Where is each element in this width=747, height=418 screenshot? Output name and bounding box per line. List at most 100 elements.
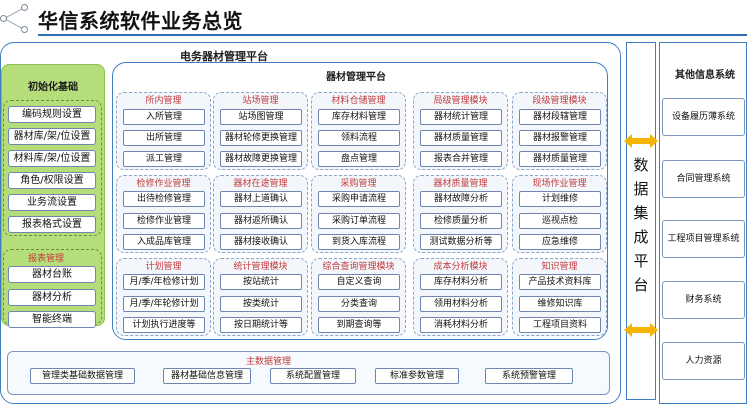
module-title: 站场管理 [242, 96, 279, 106]
module-item[interactable]: 器材段辖管理 [519, 109, 601, 125]
module-panel: 采购管理采购申请流程采购订单流程到货入库流程 [311, 175, 406, 253]
module-item[interactable]: 按站统计 [220, 274, 302, 290]
master-data-label: 主数据管理 [246, 357, 292, 367]
module-item[interactable]: 到货入库流程 [318, 234, 400, 250]
module-item[interactable]: 入所管理 [123, 109, 205, 125]
module-panel: 统计管理模块按站统计按类统计按日期统计等 [213, 258, 308, 336]
module-panel: 器材质量管理器材故障分析检修质量分析测试数据分析等 [413, 175, 508, 253]
module-item[interactable]: 检修作业管理 [123, 213, 205, 229]
data-platform-char: 数 [633, 156, 649, 174]
module-item[interactable]: 按类统计 [220, 296, 302, 312]
module-panel: 局级管理模块器材统计管理器材质量管理报表合并管理 [413, 92, 508, 170]
module-title: 成本分析模块 [433, 262, 488, 272]
other-system-item[interactable]: 财务系统 [662, 281, 745, 319]
other-system-item[interactable]: 工程项目管理系统 [662, 220, 745, 258]
module-panel: 所内管理入所管理出所管理派工管理 [116, 92, 211, 170]
init-item[interactable]: 器材库/架/位设置 [8, 128, 96, 145]
report-item[interactable]: 智能终端 [8, 311, 96, 328]
double-arrow-icon [624, 134, 658, 148]
module-item[interactable]: 检修质量分析 [420, 213, 502, 229]
module-title: 现场作业管理 [532, 179, 587, 189]
data-platform-char: 平 [633, 252, 649, 270]
module-panel: 器材在途管理器材上道确认器材返所确认器材接收确认 [213, 175, 308, 253]
module-title: 器材在途管理 [233, 179, 288, 189]
module-item[interactable]: 计划执行进度等 [123, 317, 205, 333]
module-item[interactable]: 采购订单流程 [318, 213, 400, 229]
module-item[interactable]: 工程项目资料 [519, 317, 601, 333]
module-panel: 现场作业管理计划维修巡视点检应急维修 [512, 175, 607, 253]
master-data-item[interactable]: 系统配置管理 [270, 368, 356, 384]
double-arrow-icon [624, 323, 658, 337]
module-panel: 综合查询管理模块自定义查询分类查询到期查询等 [311, 258, 406, 336]
module-item[interactable]: 器材故障更换管理 [220, 151, 302, 167]
other-system-item[interactable]: 人力资源 [662, 342, 745, 380]
master-data-item[interactable]: 标准参数管理 [375, 368, 459, 384]
module-title: 统计管理模块 [233, 262, 288, 272]
data-platform-char: 集 [633, 204, 649, 222]
master-data-item[interactable]: 器材基础信息管理 [163, 368, 251, 384]
module-item[interactable]: 器材返所确认 [220, 213, 302, 229]
module-item[interactable]: 消耗材料分析 [420, 317, 502, 333]
module-item[interactable]: 领用材料分析 [420, 296, 502, 312]
module-panel: 材料仓储管理库存材料管理领料流程盘点管理 [311, 92, 406, 170]
data-integration-platform: 数据集成平台 [626, 42, 656, 400]
module-item[interactable]: 器材上道确认 [220, 191, 302, 207]
module-item[interactable]: 器材质量管理 [420, 130, 502, 146]
module-item[interactable]: 采购申请流程 [318, 191, 400, 207]
module-item[interactable]: 报表合并管理 [420, 151, 502, 167]
module-item[interactable]: 月/季/年轮修计划 [123, 296, 205, 312]
module-item[interactable]: 月/季/年检修计划 [123, 274, 205, 290]
init-item[interactable]: 材料库/架/位设置 [8, 150, 96, 167]
module-item[interactable]: 器材统计管理 [420, 109, 502, 125]
module-panel: 成本分析模块库存材料分析领用材料分析消耗材料分析 [413, 258, 508, 336]
init-item[interactable]: 报表格式设置 [8, 216, 96, 233]
module-panel: 检修作业管理出待检修管理检修作业管理入成品库管理 [116, 175, 211, 253]
inner-platform-label: 器材管理平台 [326, 72, 386, 83]
module-item[interactable]: 计划维修 [519, 191, 601, 207]
other-systems-label: 其他信息系统 [675, 70, 735, 81]
module-item[interactable]: 站场图管理 [220, 109, 302, 125]
module-item[interactable]: 盘点管理 [318, 151, 400, 167]
module-item[interactable]: 到期查询等 [318, 317, 400, 333]
module-panel: 站场管理站场图管理器材轮修更换管理器材故障更换管理 [213, 92, 308, 170]
module-title: 综合查询管理模块 [322, 262, 395, 272]
init-label: 初始化基础 [28, 82, 78, 93]
module-title: 段级管理模块 [532, 96, 587, 106]
module-item[interactable]: 派工管理 [123, 151, 205, 167]
module-item[interactable]: 自定义查询 [318, 274, 400, 290]
module-item[interactable]: 器材报警管理 [519, 130, 601, 146]
module-item[interactable]: 出待检修管理 [123, 191, 205, 207]
module-item[interactable]: 库存材料分析 [420, 274, 502, 290]
module-item[interactable]: 测试数据分析等 [420, 234, 502, 250]
module-panel: 段级管理模块器材段辖管理器材报警管理器材质量管理 [512, 92, 607, 170]
module-item[interactable]: 库存材料管理 [318, 109, 400, 125]
init-item[interactable]: 角色/权限设置 [8, 172, 96, 189]
module-item[interactable]: 器材故障分析 [420, 191, 502, 207]
module-item[interactable]: 器材轮修更换管理 [220, 130, 302, 146]
module-item[interactable]: 分类查询 [318, 296, 400, 312]
init-group [3, 100, 102, 236]
module-title: 局级管理模块 [433, 96, 488, 106]
module-item[interactable]: 维修知识库 [519, 296, 601, 312]
module-item[interactable]: 巡视点检 [519, 213, 601, 229]
module-item[interactable]: 入成品库管理 [123, 234, 205, 250]
module-item[interactable]: 出所管理 [123, 130, 205, 146]
page-title: 华信系统软件业务总览 [38, 9, 243, 33]
module-item[interactable]: 器材接收确认 [220, 234, 302, 250]
other-system-item[interactable]: 设备履历薄系统 [662, 98, 745, 136]
module-panel: 计划管理月/季/年检修计划月/季/年轮修计划计划执行进度等 [116, 258, 211, 336]
module-item[interactable]: 器材质量管理 [519, 151, 601, 167]
data-platform-char: 成 [633, 228, 649, 246]
master-data-item[interactable]: 管理类基础数据管理 [30, 368, 135, 384]
module-item[interactable]: 产品技术资料库 [519, 274, 601, 290]
master-data-item[interactable]: 系统预警管理 [485, 368, 573, 384]
other-system-item[interactable]: 合同管理系统 [662, 160, 745, 198]
init-item[interactable]: 编码规则设置 [8, 106, 96, 123]
data-platform-char: 据 [633, 180, 649, 198]
module-item[interactable]: 领料流程 [318, 130, 400, 146]
module-item[interactable]: 应急维修 [519, 234, 601, 250]
report-item[interactable]: 器材分析 [8, 289, 96, 306]
module-item[interactable]: 按日期统计等 [220, 317, 302, 333]
init-item[interactable]: 业务流设置 [8, 194, 96, 211]
report-item[interactable]: 器材台账 [8, 266, 96, 283]
